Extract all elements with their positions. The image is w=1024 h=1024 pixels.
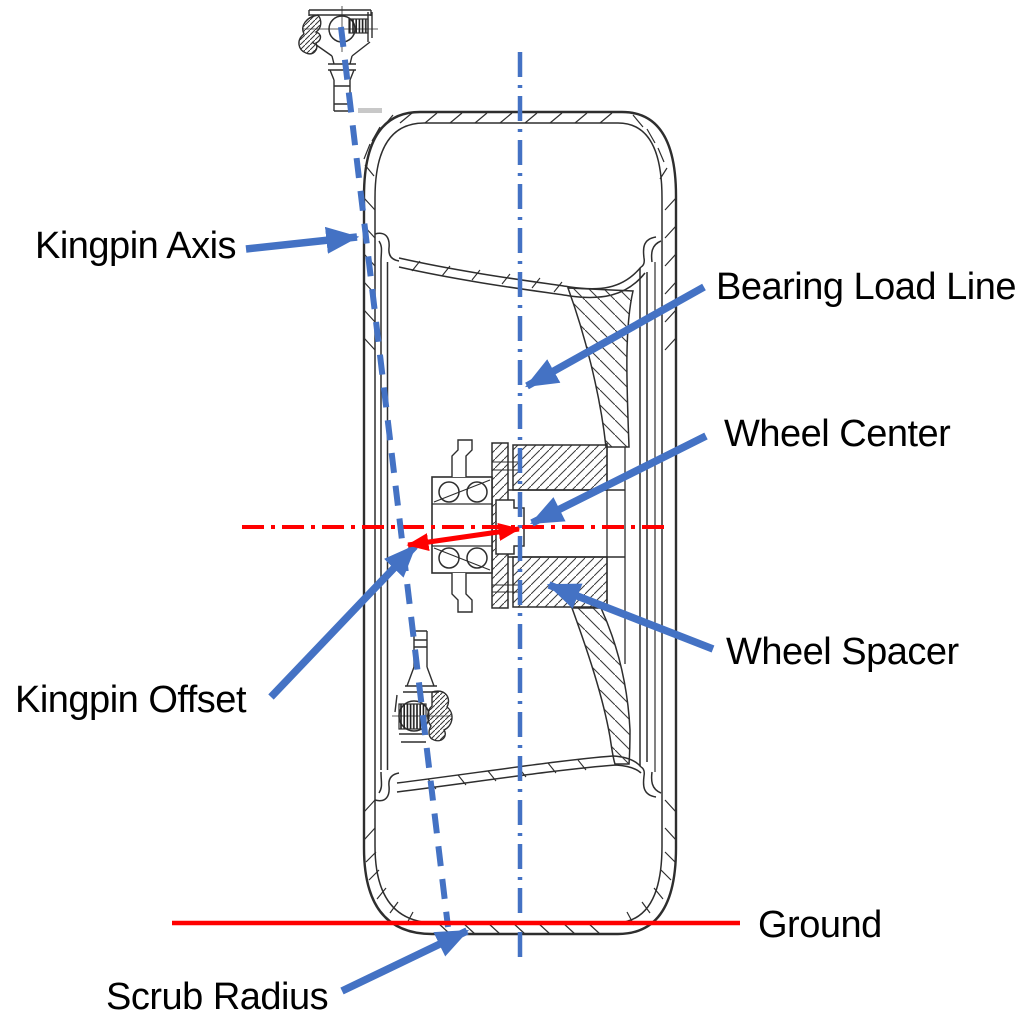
callout-arrow-wheel-center	[529, 432, 708, 527]
label-kingpin-axis: Kingpin Axis	[35, 225, 237, 267]
illegible-part-number-mark	[358, 108, 382, 113]
rim-right-verticals	[639, 268, 648, 766]
tire-cross-section	[362, 110, 678, 936]
callout-arrow-scrub-radius	[340, 927, 470, 995]
label-ground: Ground	[758, 904, 882, 946]
tread-ticks-bottom	[365, 851, 676, 935]
disc-upper-wedge	[566, 287, 634, 448]
lower-ball-joint-bottom	[399, 733, 428, 743]
rim-barrel-lower	[396, 755, 642, 793]
callout-arrow-kingpin-axis	[245, 226, 360, 254]
upper-ball-joint-cap	[308, 9, 372, 16]
upper-ball-joint-boot	[298, 14, 322, 55]
label-wheel-spacer: Wheel Spacer	[726, 631, 959, 673]
wheel-rim	[374, 232, 662, 802]
wheel-spacer-upper	[512, 444, 608, 491]
rim-flange-hooks	[374, 232, 662, 802]
wheel-stud-lines	[492, 461, 522, 593]
wheel-disc	[566, 287, 634, 765]
label-scrub-radius: Scrub Radius	[106, 976, 329, 1018]
label-bearing-load-line: Bearing Load Line	[716, 266, 1016, 308]
callout-arrows	[245, 226, 715, 995]
kingpin-offset-dimension-arrow	[406, 523, 521, 551]
label-wheel-center: Wheel Center	[724, 413, 951, 455]
rim-barrel-upper-ticks	[411, 260, 563, 293]
knuckle-upper-arm	[451, 439, 473, 477]
lower-ball-joint-boot	[427, 690, 453, 742]
rim-left-verticals	[380, 262, 389, 770]
knuckle-lower-arm	[451, 573, 473, 613]
callout-arrow-wheel-spacer	[546, 581, 715, 653]
callout-arrow-bearing-load-line	[525, 283, 706, 390]
disc-lower-wedge	[570, 607, 631, 765]
tread-ticks-sides	[363, 197, 677, 841]
bearing-ball	[466, 481, 488, 503]
label-kingpin-offset: Kingpin Offset	[15, 679, 247, 721]
tread-ticks-top	[363, 112, 668, 180]
tire-outer-outline	[362, 110, 678, 936]
callout-arrow-kingpin-offset	[268, 543, 418, 700]
upper-ball-joint	[298, 6, 382, 113]
upper-ball-knurl	[348, 18, 369, 34]
kingpin-axis-line	[338, 26, 451, 928]
lower-ball-joint	[392, 630, 453, 743]
